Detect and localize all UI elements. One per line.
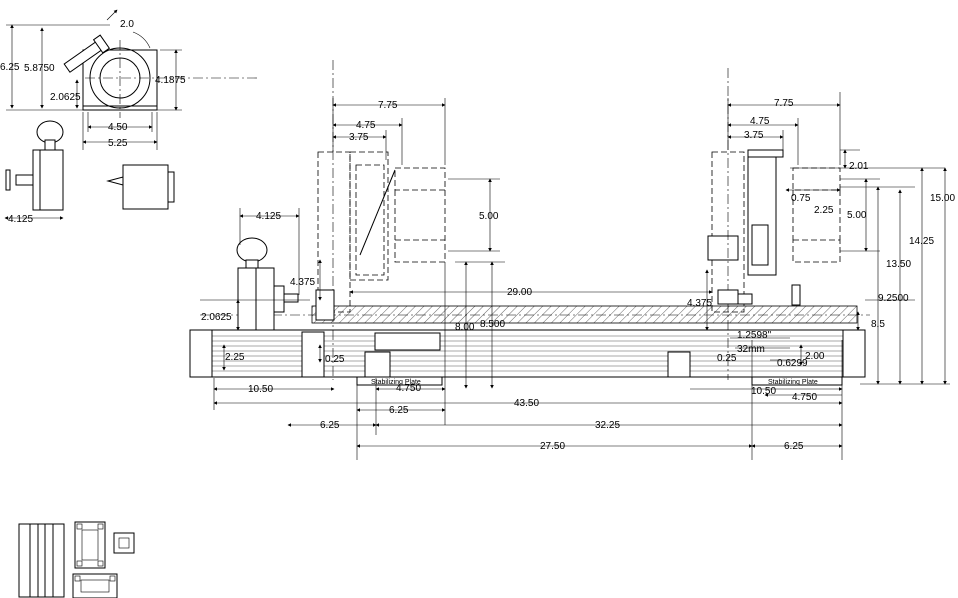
dim-3-75-right: 3.75 bbox=[744, 130, 764, 141]
dim-10-50-left: 10.50 bbox=[248, 384, 273, 395]
dim-1-2598: 1.2598" bbox=[737, 330, 772, 341]
dim-0-6299: 0.6299 bbox=[777, 358, 808, 369]
stabilizing-plate-left-label: Stabilizing Plate bbox=[371, 379, 421, 386]
dim-0-25-right: 0.25 bbox=[717, 353, 737, 364]
left-dimension-lines bbox=[200, 98, 505, 425]
dim-2-25-left: 2.25 bbox=[225, 352, 245, 363]
profile-cross-section-small bbox=[113, 532, 135, 554]
dim-5-00-right: 5.00 bbox=[847, 210, 867, 221]
dim-6-25-mid: 6.25 bbox=[389, 405, 409, 416]
dim-43-50: 43.50 bbox=[514, 398, 539, 409]
top-left-dimension-texts: 6.25 5.8750 2.0625 2.0 4.1875 4.50 5.25 bbox=[0, 19, 186, 149]
dim-4-375-left: 4.375 bbox=[290, 277, 315, 288]
dim-2-25-right: 2.25 bbox=[814, 205, 834, 216]
dim-29-00: 29.00 bbox=[507, 287, 532, 298]
profile-parts-legend bbox=[18, 521, 135, 598]
top-left-dimension-lines bbox=[6, 24, 182, 150]
main-rail: Stabilizing Plate Stabilizing Plate bbox=[189, 305, 870, 386]
dim-32-25: 32.25 bbox=[595, 420, 620, 431]
left-dimension-texts: 7.75 4.75 3.75 5.00 4.125 4.375 2.0625 2… bbox=[201, 100, 505, 365]
dim-32mm: 32mm bbox=[737, 344, 765, 355]
right-assembly bbox=[707, 68, 841, 380]
dim-2-00: 2.00 bbox=[805, 351, 825, 362]
dim-2-0625-tl: 2.0625 bbox=[50, 92, 81, 103]
dim-4-1875: 4.1875 bbox=[155, 75, 186, 86]
dim-4-125-left: 4.125 bbox=[256, 211, 281, 222]
dim-3-75-left: 3.75 bbox=[349, 132, 369, 143]
dim-6-25-br: 6.25 bbox=[784, 441, 804, 452]
dim-5-00-left: 5.00 bbox=[479, 211, 499, 222]
clamp-side-view: 4.125 bbox=[4, 120, 175, 225]
bottom-dimension-texts: 29.00 10.50 4.750 43.50 6.25 6.25 32.25 … bbox=[248, 287, 804, 452]
dim-15-00: 15.00 bbox=[930, 193, 955, 204]
dim-8-500: 8.500 bbox=[480, 319, 505, 330]
dim-27-50: 27.50 bbox=[540, 441, 565, 452]
dim-8-00: 8.00 bbox=[455, 322, 475, 333]
dim-2-01: 2.01 bbox=[849, 161, 869, 172]
dim-4-75-left: 4.75 bbox=[356, 120, 376, 131]
dim-10-50-right: 10.50 bbox=[751, 386, 776, 397]
dim-14-25: 14.25 bbox=[909, 236, 934, 247]
bottom-dimension-lines bbox=[213, 290, 843, 460]
dim-2-0625-left: 2.0625 bbox=[201, 312, 232, 323]
clamp-front-view bbox=[63, 9, 260, 118]
profile-cross-section-tall bbox=[74, 521, 106, 569]
dim-4-750-right: 4.750 bbox=[792, 392, 817, 403]
dim-7-75-right: 7.75 bbox=[774, 98, 794, 109]
stabilizing-plate-right-label: Stabilizing Plate bbox=[768, 379, 818, 386]
dim-8-5: 8.5 bbox=[871, 319, 885, 330]
dim-13-50: 13.50 bbox=[886, 259, 911, 270]
dim-6-25-tl: 6.25 bbox=[0, 62, 20, 73]
right-dimension-lines bbox=[700, 92, 950, 460]
dim-6-25-bl: 6.25 bbox=[320, 420, 340, 431]
right-dimension-texts: 7.75 4.75 3.75 2.01 0.75 2.25 5.00 15.00… bbox=[687, 98, 955, 403]
dim-0-25-left: 0.25 bbox=[325, 354, 345, 365]
profile-cross-section-wide bbox=[72, 573, 118, 598]
dim-2-0-angle: 2.0 bbox=[120, 19, 134, 30]
dim-4-750-left: 4.750 bbox=[396, 383, 421, 394]
dim-7-75-left: 7.75 bbox=[378, 100, 398, 111]
dim-4-375-right: 4.375 bbox=[687, 298, 712, 309]
dim-5-25: 5.25 bbox=[108, 138, 128, 149]
dim-5-8750: 5.8750 bbox=[24, 63, 55, 74]
dim-4-50: 4.50 bbox=[108, 122, 128, 133]
left-assembly bbox=[236, 60, 446, 380]
dim-4-125-tl: 4.125 bbox=[8, 214, 33, 225]
dim-9-2500: 9.2500 bbox=[878, 293, 909, 304]
dim-4-75-right: 4.75 bbox=[750, 116, 770, 127]
dim-0-75: 0.75 bbox=[791, 193, 811, 204]
